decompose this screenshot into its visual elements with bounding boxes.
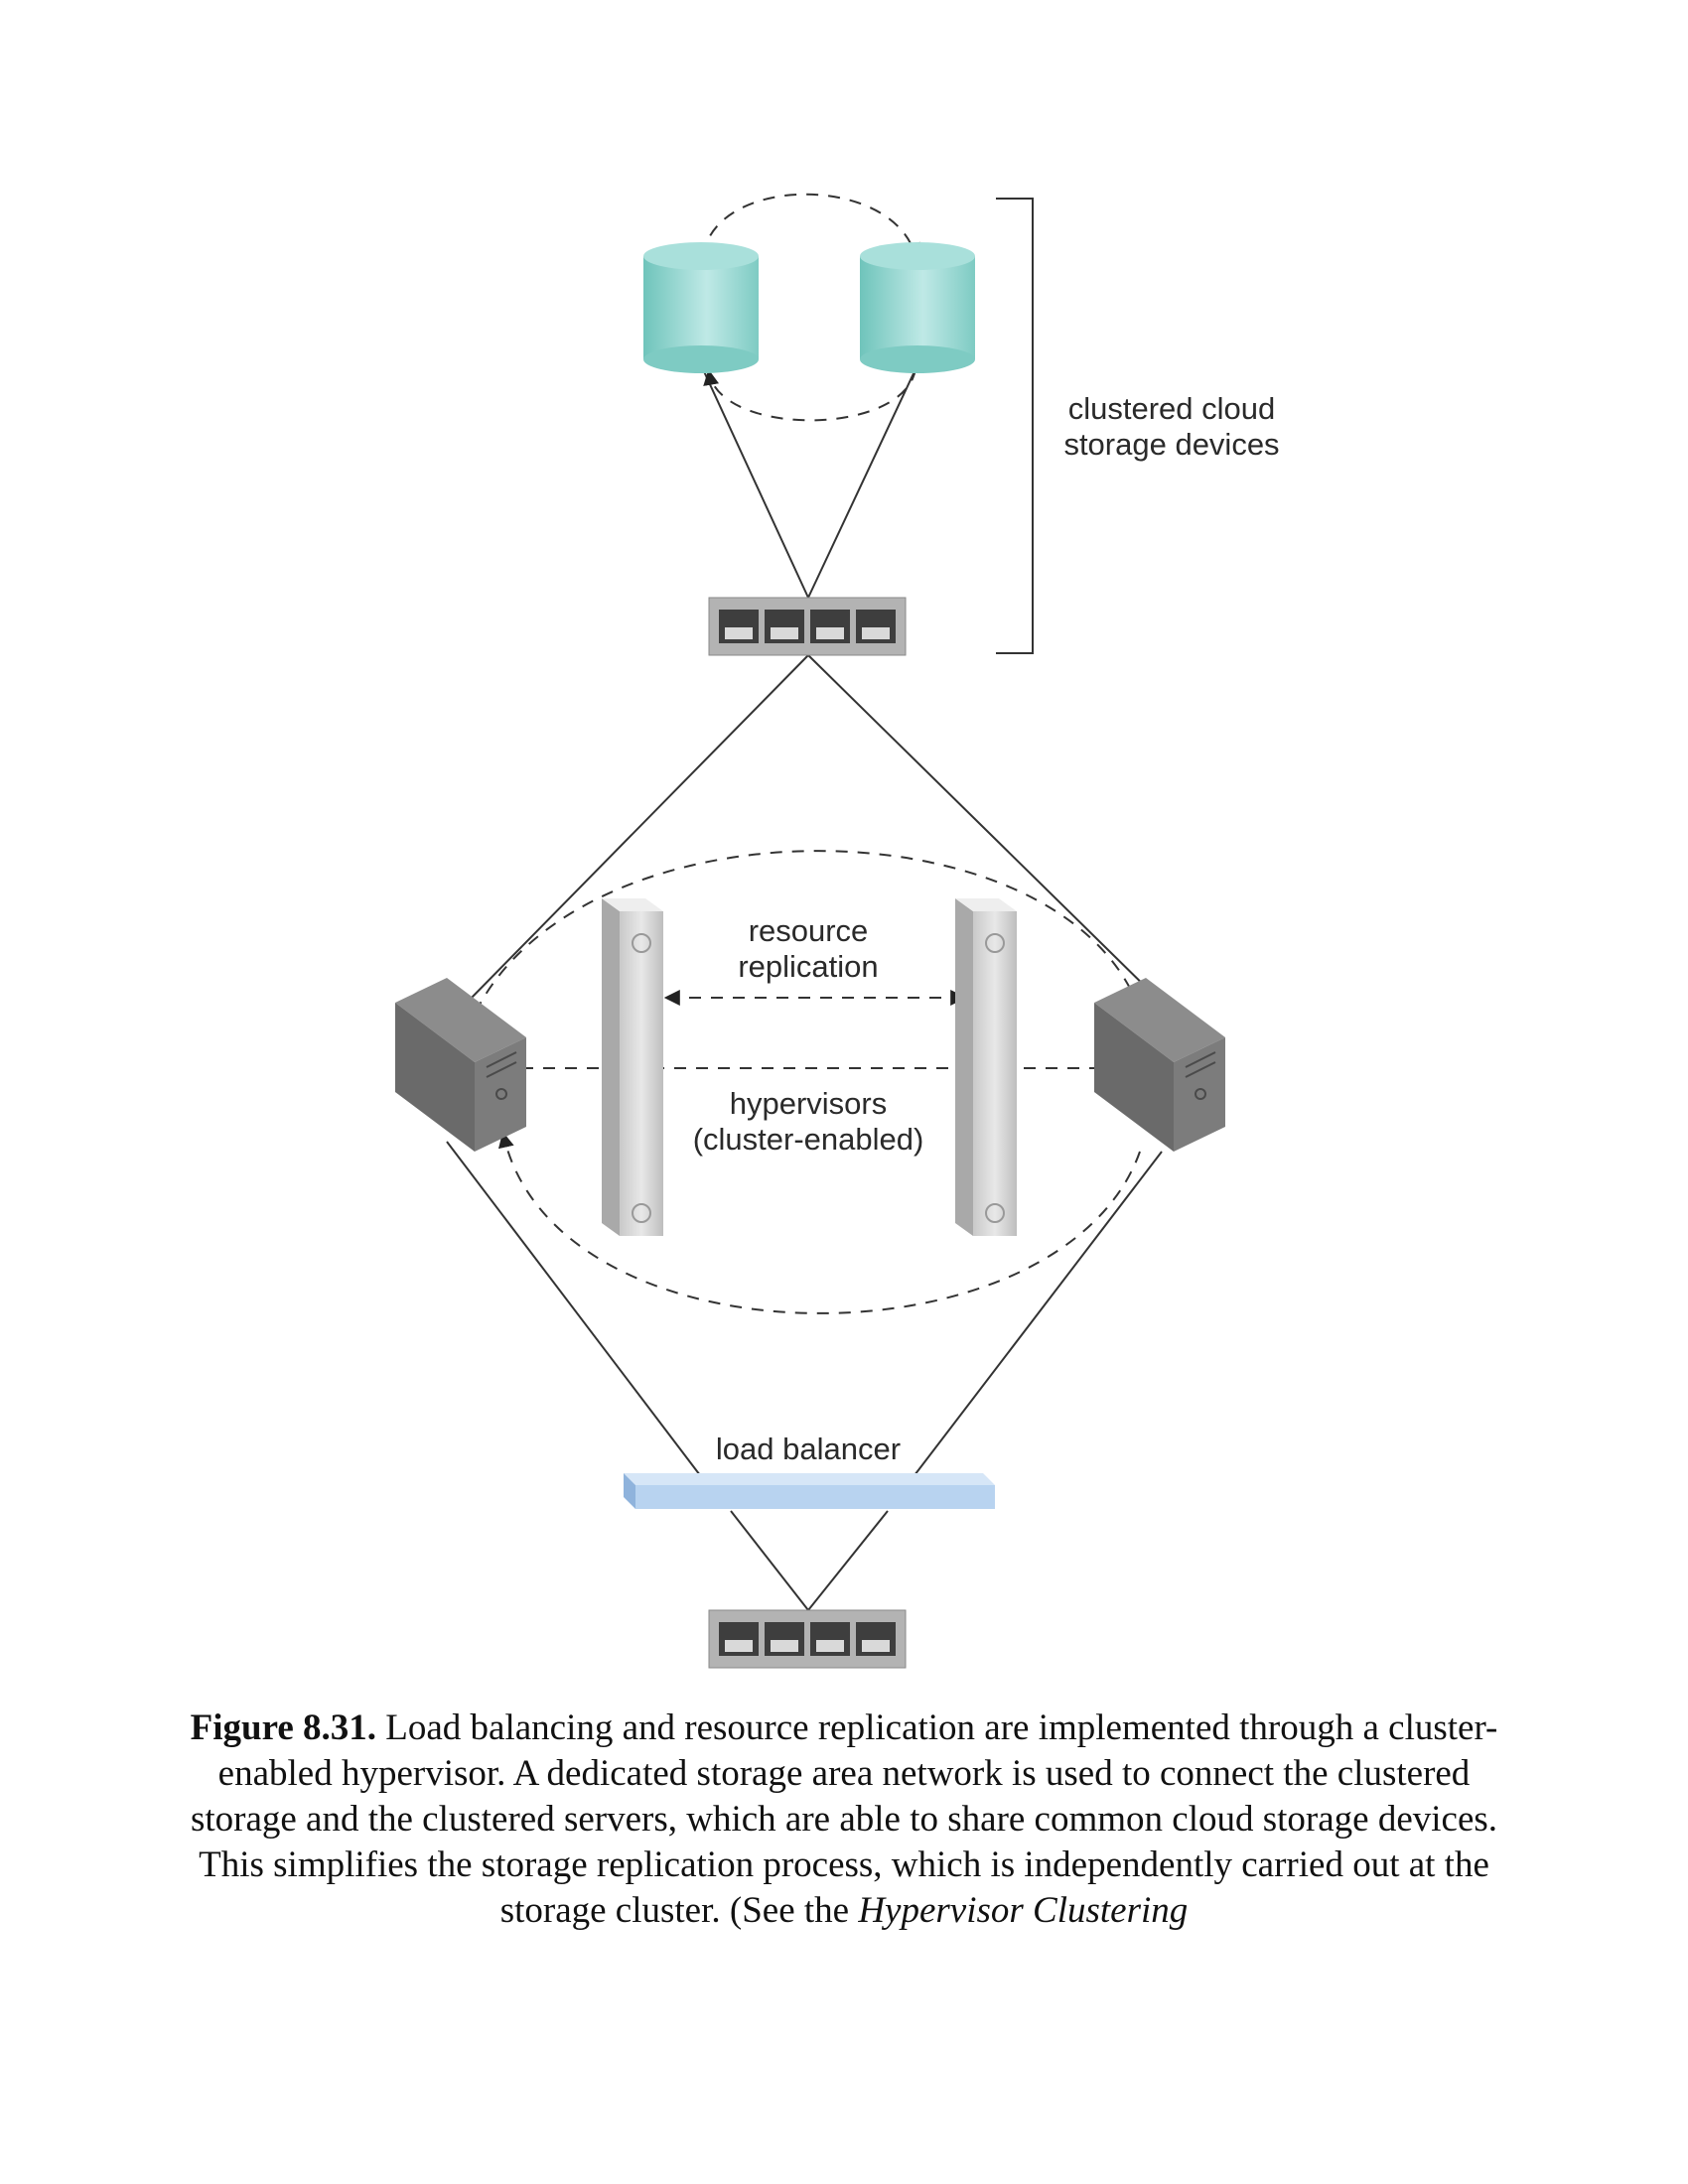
storage-cluster-bracket [996, 198, 1034, 654]
hypervisor-left [602, 898, 663, 1236]
network-switch-icon [708, 1609, 907, 1669]
storage-switch-icon [708, 597, 907, 656]
caption-reference: Hypervisor Clustering [858, 1890, 1189, 1931]
storage-label-line1: clustered cloud [1068, 391, 1276, 426]
hypervisor-right [955, 898, 1017, 1236]
load-balancer-label: load balancer [716, 1432, 901, 1466]
storage-device-left [643, 242, 759, 373]
hypervisors-label-line2: (cluster-enabled) [693, 1122, 924, 1157]
hypervisors-label-line1: hypervisors [730, 1086, 888, 1121]
server-left-icon [395, 978, 526, 1152]
replication-label-line1: resource [749, 913, 869, 948]
network-links [446, 368, 1163, 1611]
caption-text: Load balancing and resource replication … [190, 1707, 1498, 1931]
figure-caption: Figure 8.31. Load balancing and resource… [189, 1706, 1499, 1934]
load-balancer-icon [624, 1473, 995, 1509]
server-right-icon [1094, 978, 1225, 1152]
storage-device-right [860, 242, 975, 373]
replication-paths [466, 193, 1144, 1314]
replication-label-line2: replication [738, 949, 878, 984]
figure-number: Figure 8.31. [190, 1707, 377, 1748]
storage-label-line2: storage devices [1063, 427, 1279, 462]
